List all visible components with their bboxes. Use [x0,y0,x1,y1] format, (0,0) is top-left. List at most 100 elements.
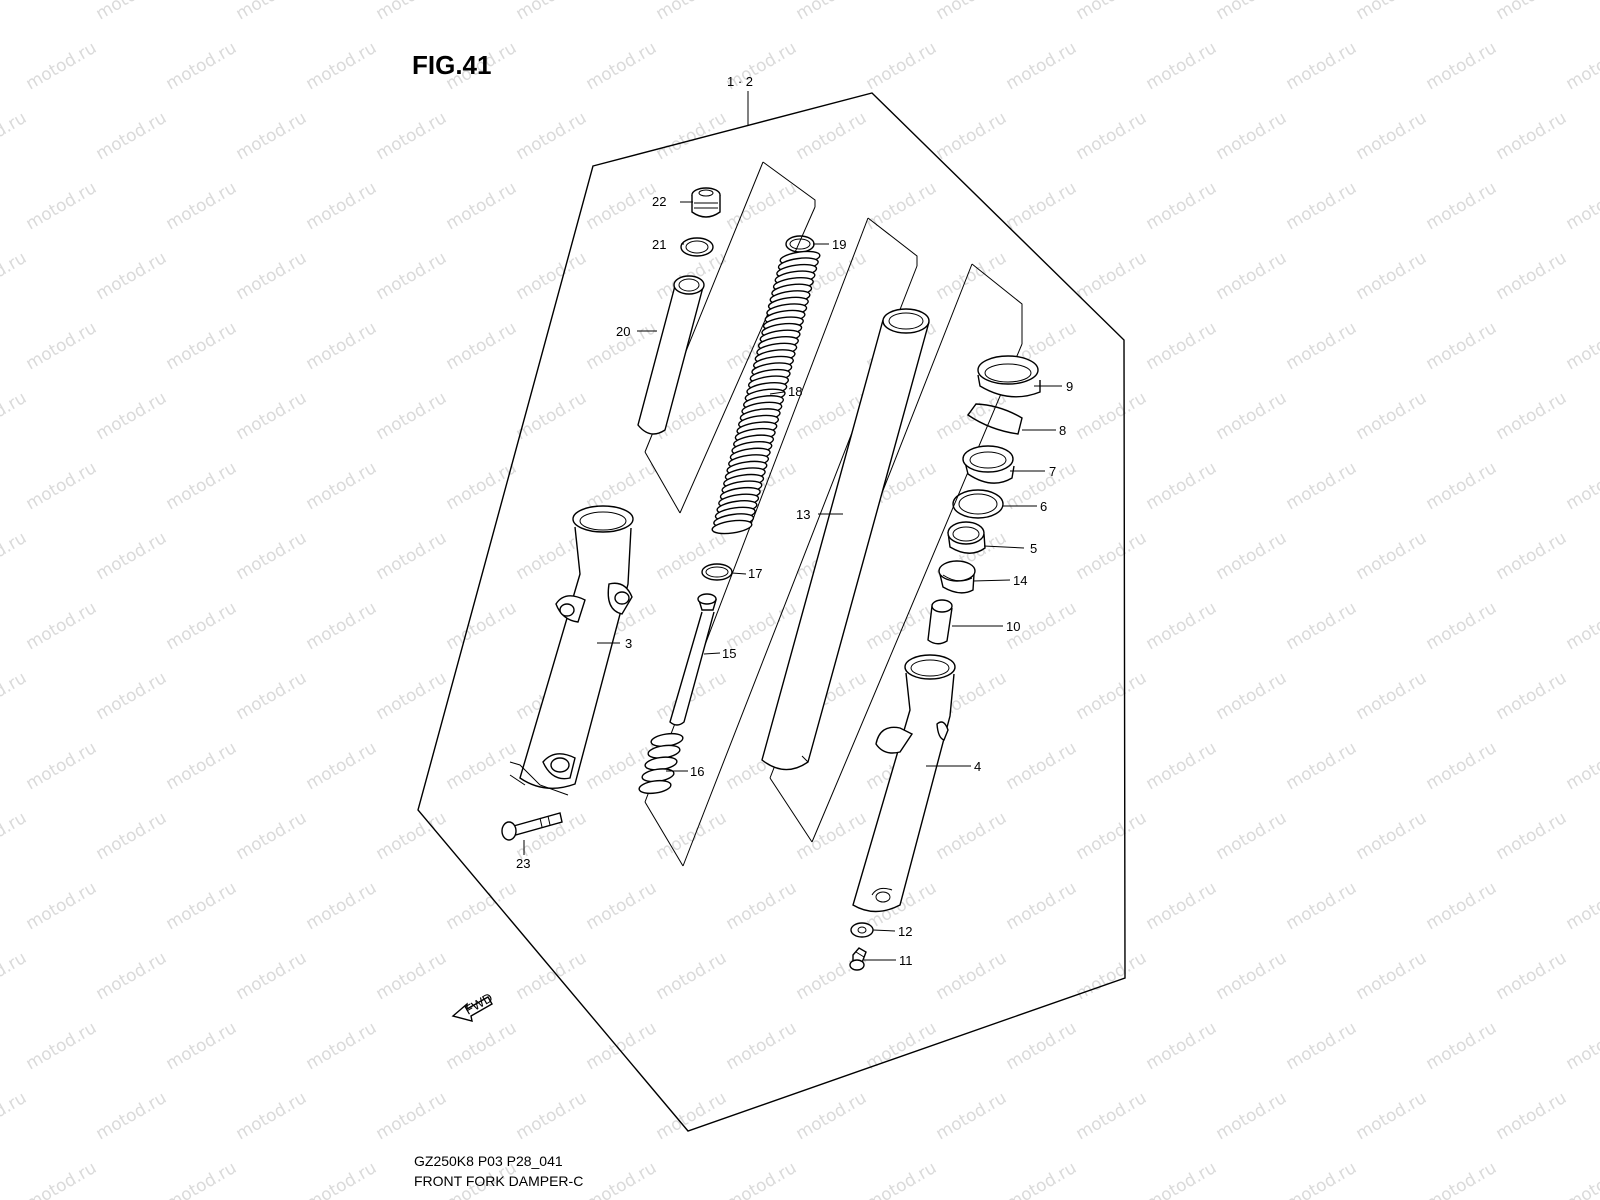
watermark-text: motod.ru [1143,178,1221,234]
watermark-text: motod.ru [373,108,451,164]
watermark-text: motod.ru [1003,178,1081,234]
watermark-text: motod.ru [303,458,381,514]
watermark-text: motod.ru [1423,1158,1501,1200]
callout-22: 22 [652,194,666,209]
watermark-text: motod.ru [1493,948,1571,1004]
watermark-text: motod.ru [163,318,241,374]
watermark-text: motod.ru [1563,1158,1600,1200]
watermark-text: motod.ru [723,1018,801,1074]
part-8-stopper-ring [967,403,1023,435]
fwd-label: FWD [462,990,495,1018]
watermark-text: motod.ru [1213,108,1291,164]
watermark-text: motod.ru [23,38,101,94]
watermark-text: motod.ru [1073,1088,1151,1144]
watermark-text: motod.ru [1353,528,1431,584]
watermark-text: motod.ru [1213,668,1291,724]
watermark-text: motod.ru [93,108,171,164]
watermark-text: motod.ru [793,0,871,24]
callout-6: 6 [1040,499,1047,514]
watermark-text: motod.ru [513,1088,591,1144]
watermark-text: motod.ru [1423,598,1501,654]
callout-13: 13 [796,507,810,522]
part-13-inner-tube [761,308,930,771]
watermark-text: motod.ru [1283,318,1361,374]
watermark-text: motod.ru [1423,1018,1501,1074]
watermark-text: motod.ru [1213,528,1291,584]
watermark-text: motod.ru [0,388,30,444]
watermark-text: motod.ru [863,178,941,234]
callout-4: 4 [974,759,981,774]
watermark-text: motod.ru [1353,948,1431,1004]
watermark-text: motod.ru [303,1158,381,1200]
watermark-text: motod.ru [1143,598,1221,654]
watermark-text: motod.ru [303,318,381,374]
watermark-text: motod.ru [1493,1088,1571,1144]
watermark-text: motod.ru [1283,738,1361,794]
watermark-text: motod.ru [163,878,241,934]
watermark-text: motod.ru [1003,1158,1081,1200]
watermark-text: motod.ru [443,1018,521,1074]
watermark-text: motod.ru [513,108,591,164]
watermark-text: motod.ru [1073,248,1151,304]
watermark-text: motod.ru [1353,808,1431,864]
watermark-text: motod.ru [1073,108,1151,164]
watermark-text: motod.ru [653,528,731,584]
watermark-text: motod.ru [1563,38,1600,94]
watermark-text: motod.ru [163,458,241,514]
watermark-text: motod.ru [793,108,871,164]
part-17-ring [701,563,733,581]
watermark-text: motod.ru [1353,1088,1431,1144]
watermark-text: motod.ru [933,808,1011,864]
diagram-caption: FRONT FORK DAMPER-C [414,1173,584,1189]
part-15-damper-rod [669,593,717,726]
part-9-dust-seal [977,355,1041,398]
watermark-text: motod.ru [93,948,171,1004]
callout-5: 5 [1030,541,1037,556]
watermark-text: motod.ru [1143,318,1221,374]
part-5-bush [947,521,986,554]
watermark-text: motod.ru [303,178,381,234]
watermark-text: motod.ru [1283,1018,1361,1074]
watermark-text: motod.ru [233,248,311,304]
watermark-text: motod.ru [1213,808,1291,864]
watermark-text: motod.ru [93,528,171,584]
watermark-text: motod.ru [653,108,731,164]
watermark-text: motod.ru [163,38,241,94]
watermark-text: motod.ru [93,668,171,724]
watermark-text: motod.ru [443,598,521,654]
watermark-text: motod.ru [93,0,171,24]
watermark-text: motod.ru [233,808,311,864]
model-code: GZ250K8 P03 P28_041 [414,1153,563,1169]
watermark-text: motod.ru [373,528,451,584]
watermark-text: motod.ru [373,388,451,444]
watermark-text: motod.ru [1353,0,1431,24]
watermark-text: motod.ru [513,248,591,304]
watermark-text: motod.ru [163,1158,241,1200]
watermark-text: motod.ru [653,808,731,864]
watermark-text: motod.ru [1493,0,1571,24]
watermark-text: motod.ru [1073,668,1151,724]
watermark-text: motod.ru [373,808,451,864]
watermark-text: motod.ru [1003,878,1081,934]
watermark-text: motod.ru [233,0,311,24]
watermark-text: motod.ru [0,0,30,24]
part-12-washer [850,922,874,938]
watermark-text: motod.ru [653,1088,731,1144]
watermark-text: motod.ru [1283,458,1361,514]
group-outline-inner-tube [971,263,1023,344]
part-3-outer-tube [509,505,634,796]
callout-23: 23 [516,856,530,871]
watermark-text: motod.ru [723,178,801,234]
watermark-text: motod.ru [1003,1018,1081,1074]
watermark-text: motod.ru [583,38,661,94]
watermark-text: motod.ru [1003,738,1081,794]
watermark-text: motod.ru [1353,388,1431,444]
watermark-text: motod.ru [1353,248,1431,304]
watermark-text: motod.ru [1073,0,1151,24]
watermark-text: motod.ru [163,1018,241,1074]
assembly-outline [417,92,1126,1132]
watermark-text: motod.ru [1143,458,1221,514]
watermark-text: motod.ru [653,948,731,1004]
watermark-text: motod.ru [933,1088,1011,1144]
